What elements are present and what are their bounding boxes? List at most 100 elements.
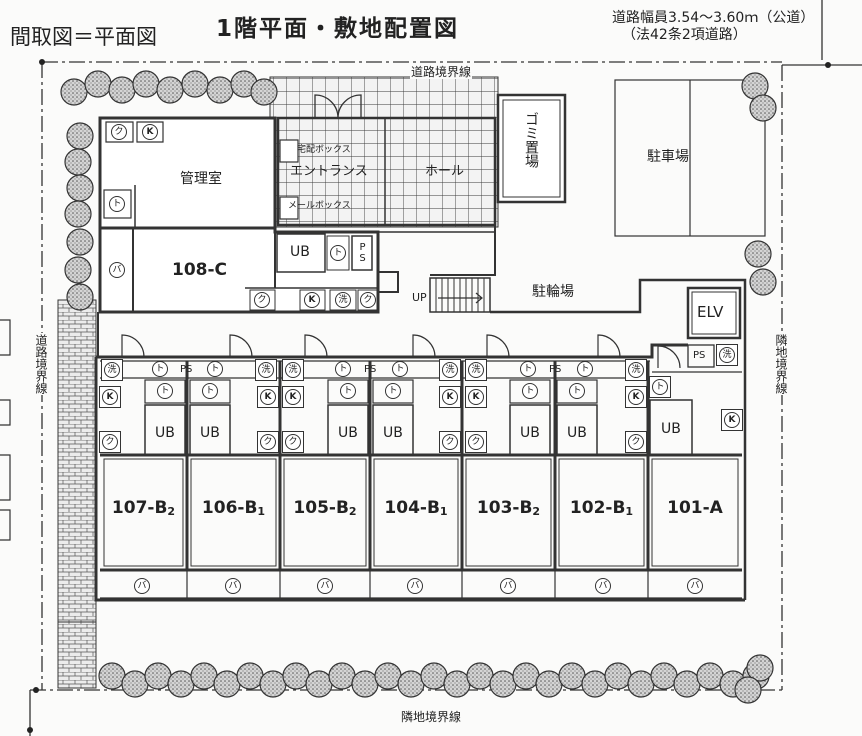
unit-number: 105-B: [293, 498, 349, 518]
toilet-icon: ト: [649, 376, 671, 398]
unit-bath-label: UB: [338, 425, 358, 441]
garbage-area: [496, 93, 567, 204]
unit-number: 107-B: [111, 498, 168, 518]
unit-number: 101-A: [667, 498, 723, 518]
bicycle-area-walls: [378, 225, 747, 600]
washer-icon: 洗: [335, 292, 351, 308]
unit-label-104: 104-B1: [370, 498, 462, 518]
boundary-label-left: 道路境界線: [34, 333, 48, 395]
unit-bath-label: UB: [661, 421, 681, 437]
road-width-note: 道路幅員3.54～3.60ｍ（公道）: [612, 10, 815, 26]
unit-party-walls: [185, 361, 650, 570]
unit-bath-label: UB: [567, 425, 587, 441]
delivery-box-unit: [279, 139, 299, 163]
kitchen-icon: K: [439, 386, 461, 408]
management-room-label: 管理室: [180, 171, 222, 187]
toilet-icon: ト: [340, 383, 356, 399]
entrance-door: [314, 94, 362, 119]
boundary-label-top: 道路境界線: [410, 65, 473, 79]
tree: [66, 283, 94, 311]
unit-type-subscript: 2: [167, 505, 176, 518]
unit-number: 102-B: [569, 498, 626, 518]
balcony-icon: バ: [687, 578, 703, 594]
balcony-icon: バ: [317, 578, 333, 594]
apartment-units: [94, 334, 745, 602]
toilet-icon: ト: [385, 383, 401, 399]
kitchen-icon: K: [282, 386, 304, 408]
boundary-markers: [27, 59, 831, 733]
toilet-icon: ト: [330, 245, 346, 261]
entrance-hall-walls: [276, 116, 497, 227]
road-law-note: （法42条2項道路）: [622, 27, 747, 43]
unit-label-108: 108-C: [172, 260, 228, 280]
toilet-icon: ト: [202, 383, 218, 399]
washer-icon: 洗: [101, 359, 123, 381]
garbage-area-label: ゴミ置場: [523, 112, 539, 168]
kitchen-icon: K: [257, 386, 279, 408]
unit-label-105: 105-B2: [280, 498, 370, 518]
tree: [250, 78, 278, 106]
closet-icon: ク: [111, 124, 127, 140]
tree: [744, 240, 772, 268]
balcony-dividers: [186, 570, 649, 598]
hall-label: ホール: [425, 164, 465, 179]
floorplan-label: 間取図＝平面図: [10, 25, 157, 49]
toilet-icon: ト: [577, 361, 593, 377]
closet-icon: ク: [465, 431, 487, 453]
unit-label-103: 103-B2: [462, 500, 555, 518]
entrance-label: エントランス: [290, 164, 368, 179]
balcony-icon: バ: [225, 578, 241, 594]
tree: [66, 228, 94, 256]
tree: [64, 200, 92, 228]
unit-bath-label: UB: [200, 425, 220, 441]
kitchen-icon: K: [99, 386, 121, 408]
toilet-icon: ト: [335, 361, 351, 377]
pipe-space-101: [687, 344, 715, 368]
unit-108-pipe-space-label: PS: [357, 242, 368, 264]
unit-bath-label: UB: [520, 425, 540, 441]
tree: [749, 94, 777, 122]
toilet-icon: ト: [392, 361, 408, 377]
kitchen-icon: K: [465, 386, 487, 408]
balcony-icon: バ: [109, 262, 125, 278]
pipe-space-label: PS: [180, 364, 193, 375]
washer-icon: 洗: [625, 359, 647, 381]
page-title: 1階平面・敷地配置図: [216, 16, 460, 42]
trees: [60, 70, 777, 704]
unit-label-107: 107-B2: [100, 498, 187, 518]
pipe-space-label: PS: [693, 350, 706, 361]
toilet-icon: ト: [522, 383, 538, 399]
unit-bath-label: UB: [383, 425, 403, 441]
unit-label-101: 101-A: [648, 500, 742, 517]
tree: [734, 676, 762, 704]
bicycle-parking-label: 駐輪場: [532, 284, 574, 300]
unit-number: 104-B: [384, 498, 440, 518]
pipe-space-label: PS: [549, 364, 562, 375]
unit-doors: [121, 334, 621, 358]
mailbox-unit: [279, 196, 299, 220]
washer-icon: 洗: [465, 359, 487, 381]
washer-icon: 洗: [255, 359, 277, 381]
washer-icon: 洗: [439, 359, 461, 381]
entrance-paving: [269, 76, 499, 228]
toilet-icon: ト: [520, 361, 536, 377]
toilet-icon: ト: [152, 361, 168, 377]
washer-icon: 洗: [282, 359, 304, 381]
mailbox-label: メールボックス: [288, 201, 351, 211]
kitchen-icon: K: [721, 409, 743, 431]
balcony-icon: バ: [134, 578, 150, 594]
delivery-box-label: 宅配ボックス: [297, 145, 351, 155]
management-room: [98, 116, 277, 230]
unit-toilet-boxes: [144, 379, 598, 404]
unit-type-subscript: 1: [625, 505, 634, 518]
unit-type-subscript: 2: [348, 505, 357, 518]
closet-icon: ク: [257, 431, 279, 453]
parking-area: [614, 79, 766, 237]
elevator: [686, 286, 742, 340]
toilet-icon: ト: [109, 196, 125, 212]
unit-bath-boxes: [144, 399, 693, 456]
balcony-icon: バ: [500, 578, 516, 594]
unit-bath-label: UB: [290, 244, 310, 260]
